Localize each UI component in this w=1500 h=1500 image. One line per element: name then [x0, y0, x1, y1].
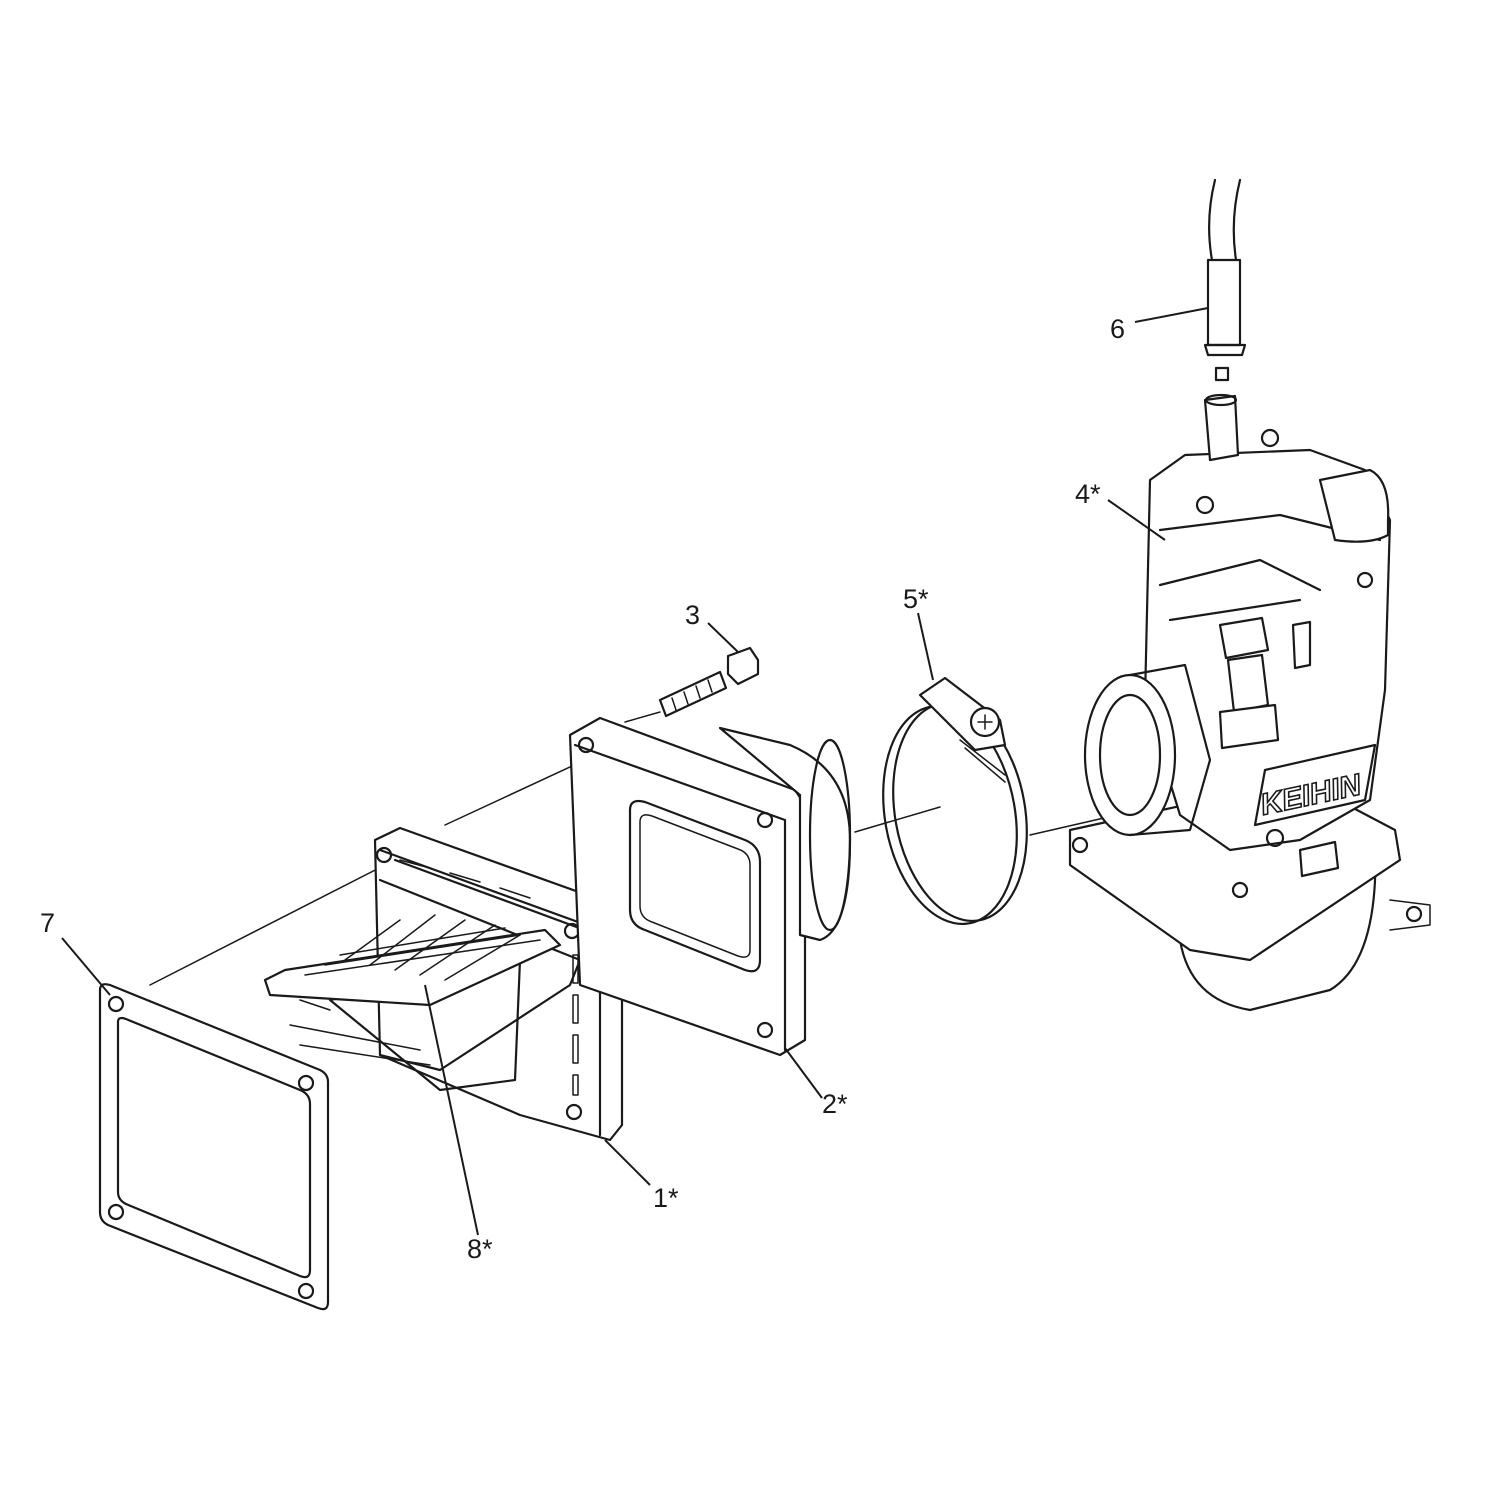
- hose-clamp-part-5: [882, 676, 1028, 926]
- callout-2: 2*: [822, 1089, 848, 1119]
- bolt-part-3: [658, 646, 760, 718]
- intake-manifold-part-2: [568, 716, 852, 1057]
- callout-labels: 1* 2* 3 4* 5* 6 7 8*: [40, 314, 1125, 1264]
- leader-lines: [61, 307, 1209, 1236]
- callout-6: 6: [1110, 314, 1125, 344]
- callout-8: 8*: [467, 1234, 493, 1264]
- throttle-cable-part-6: [1203, 178, 1247, 382]
- reed-petals-part-8: [263, 914, 562, 1066]
- carburetor-part-4: KEIHIN: [1068, 393, 1431, 1012]
- callout-1: 1*: [653, 1183, 679, 1213]
- callout-7: 7: [40, 908, 55, 938]
- assembly-axis-lines: [149, 711, 1131, 986]
- callout-5: 5*: [903, 584, 929, 614]
- gasket-part-7: [98, 983, 330, 1311]
- callout-3: 3: [685, 600, 700, 630]
- callout-4: 4*: [1075, 479, 1101, 509]
